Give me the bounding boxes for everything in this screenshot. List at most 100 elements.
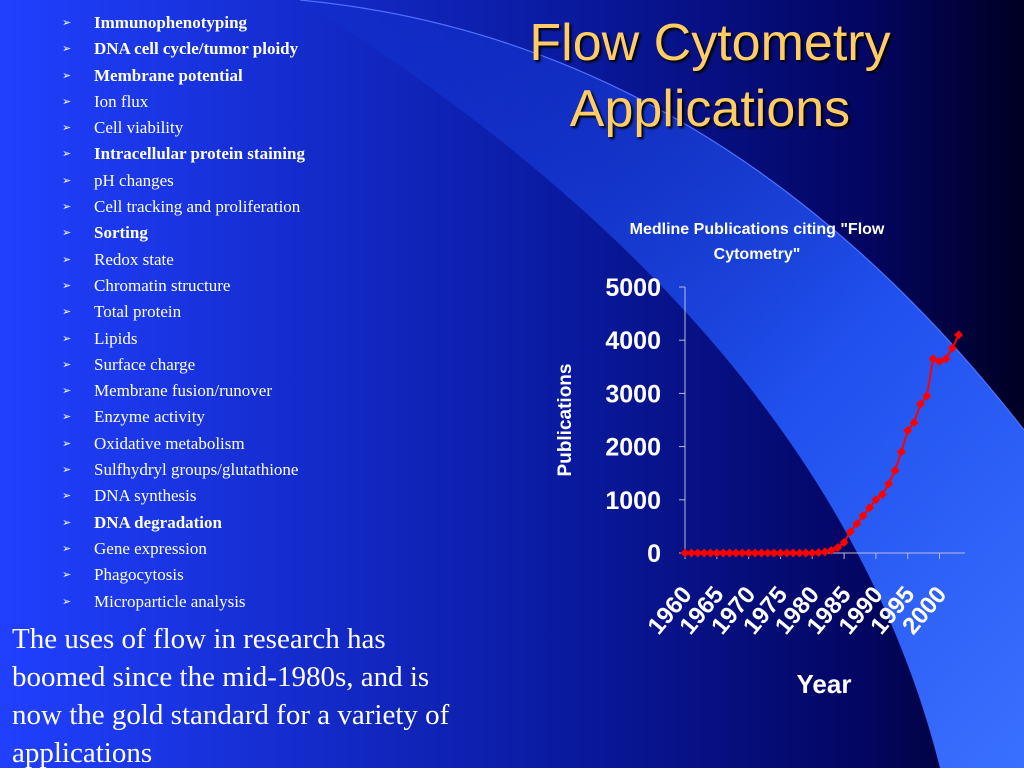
application-item: ➢Immunophenotyping bbox=[62, 11, 305, 37]
application-item: ➢Membrane fusion/runover bbox=[62, 379, 305, 405]
data-point bbox=[782, 548, 792, 558]
data-point bbox=[922, 391, 932, 401]
arrow-bullet-icon: ➢ bbox=[62, 121, 72, 135]
data-point bbox=[795, 548, 805, 558]
application-item: ➢pH changes bbox=[62, 169, 305, 195]
data-point bbox=[775, 548, 785, 558]
data-point bbox=[909, 418, 919, 428]
data-point bbox=[680, 548, 690, 558]
application-item: ➢ Enzyme activity bbox=[62, 405, 305, 431]
application-item: ➢ Total protein bbox=[62, 300, 305, 326]
y-tick-label: 2000 bbox=[605, 434, 661, 462]
arrow-bullet-icon: ➢ bbox=[62, 200, 72, 214]
arrow-bullet-icon: ➢ bbox=[62, 463, 72, 477]
arrow-bullet-icon: ➢ bbox=[62, 515, 72, 529]
data-point bbox=[725, 548, 735, 558]
data-point bbox=[693, 548, 703, 558]
data-point bbox=[852, 519, 862, 529]
arrow-bullet-icon: ➢ bbox=[62, 489, 72, 503]
x-axis-label: Year bbox=[797, 669, 852, 699]
application-label: Enzyme activity bbox=[94, 407, 205, 427]
application-label: Phagocytosis bbox=[94, 565, 184, 585]
application-item: ➢Redox state bbox=[62, 248, 305, 274]
application-label: Lipids bbox=[94, 328, 138, 348]
application-item: ➢ Cell viability bbox=[62, 116, 305, 142]
application-item: ➢Surface charge bbox=[62, 353, 305, 379]
data-point bbox=[763, 548, 773, 558]
application-item: ➢ Sulfhydryl groups/glutathione bbox=[62, 458, 305, 484]
application-label: DNA degradation bbox=[94, 512, 222, 532]
application-label: Ion flux bbox=[94, 91, 149, 111]
arrow-bullet-icon: ➢ bbox=[62, 331, 72, 345]
data-point bbox=[858, 511, 868, 521]
arrow-bullet-icon: ➢ bbox=[62, 94, 72, 108]
application-item: ➢ Ion flux bbox=[62, 90, 305, 116]
application-label: DNA synthesis bbox=[94, 486, 197, 506]
data-point bbox=[915, 399, 925, 409]
arrow-bullet-icon: ➢ bbox=[62, 541, 72, 555]
data-point bbox=[890, 466, 900, 476]
application-item: ➢Microparticle analysis bbox=[62, 590, 305, 616]
arrow-bullet-icon: ➢ bbox=[62, 384, 72, 398]
data-point bbox=[807, 548, 817, 558]
application-label: Total protein bbox=[94, 302, 182, 322]
decorative-arc-line bbox=[299, 0, 1024, 431]
data-point bbox=[705, 548, 715, 558]
data-point bbox=[686, 548, 696, 558]
data-point bbox=[712, 548, 722, 558]
data-point bbox=[845, 527, 855, 537]
application-item: ➢Oxidative metabolism bbox=[62, 432, 305, 458]
data-point bbox=[737, 548, 747, 558]
data-point bbox=[865, 503, 875, 513]
data-point bbox=[928, 354, 938, 364]
y-tick-label: 3000 bbox=[605, 380, 661, 408]
y-tick-label: 1000 bbox=[605, 487, 661, 515]
arrow-bullet-icon: ➢ bbox=[62, 410, 72, 424]
application-item: ➢ Phagocytosis bbox=[62, 563, 305, 589]
data-point bbox=[833, 543, 843, 553]
application-item: ➢ DNA degradation bbox=[62, 511, 305, 537]
arrow-bullet-icon: ➢ bbox=[62, 436, 72, 450]
series-line bbox=[685, 334, 960, 554]
application-item: ➢ DNA cell cycle/tumor ploidy bbox=[62, 37, 305, 63]
data-point bbox=[814, 547, 824, 557]
y-axis-label: Publications bbox=[555, 364, 576, 477]
application-label: Intracellular protein staining bbox=[94, 144, 305, 164]
data-point bbox=[820, 547, 830, 557]
arrow-bullet-icon: ➢ bbox=[62, 594, 72, 608]
chart-axes bbox=[679, 286, 965, 559]
arrow-bullet-icon: ➢ bbox=[62, 42, 72, 56]
application-label: Redox state bbox=[94, 249, 174, 269]
data-point bbox=[718, 548, 728, 558]
application-item: ➢ Lipids bbox=[62, 327, 305, 353]
arrow-bullet-icon: ➢ bbox=[62, 305, 72, 319]
data-point bbox=[744, 548, 754, 558]
arrow-bullet-icon: ➢ bbox=[62, 147, 72, 161]
series-publications bbox=[680, 330, 964, 558]
application-item: ➢Chromatin structure bbox=[62, 274, 305, 300]
data-point bbox=[769, 548, 779, 558]
arrow-bullet-icon: ➢ bbox=[62, 226, 72, 240]
arrow-bullet-icon: ➢ bbox=[62, 357, 72, 371]
application-label: pH changes bbox=[94, 170, 174, 190]
data-point bbox=[941, 354, 951, 364]
data-point bbox=[699, 548, 709, 558]
application-label: Sorting bbox=[94, 223, 148, 243]
arrow-bullet-icon: ➢ bbox=[62, 68, 72, 82]
application-item: ➢Gene expression bbox=[62, 537, 305, 563]
decorative-sweep bbox=[300, 0, 1024, 768]
data-point bbox=[935, 356, 945, 366]
application-label: Cell viability bbox=[94, 118, 184, 138]
data-point bbox=[801, 548, 811, 558]
y-tick-label: 4000 bbox=[605, 327, 661, 355]
arrow-bullet-icon: ➢ bbox=[62, 568, 72, 582]
data-point bbox=[750, 548, 760, 558]
application-label: Cell tracking and proliferation bbox=[94, 197, 301, 217]
application-label: Chromatin structure bbox=[94, 275, 231, 295]
application-item: ➢ Intracellular protein staining bbox=[62, 142, 305, 168]
application-label: Sulfhydryl groups/glutathione bbox=[94, 460, 299, 480]
application-label: DNA cell cycle/tumor ploidy bbox=[94, 39, 299, 59]
